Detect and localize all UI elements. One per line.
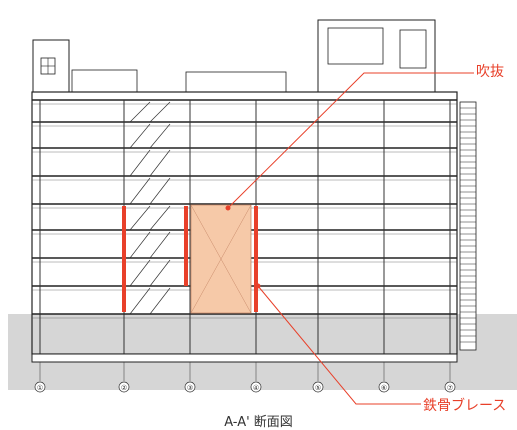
stair-flight xyxy=(129,205,151,231)
rooftop-penthouse-right xyxy=(317,19,436,93)
stair-flight xyxy=(129,231,151,259)
grid-marker xyxy=(184,381,196,393)
grid-marker xyxy=(118,381,130,393)
brace-callout-label: 鉄骨ブレース xyxy=(423,398,507,414)
atrium-callout-label: 吹抜 xyxy=(476,64,504,80)
atrium-void xyxy=(190,204,252,314)
grid-marker xyxy=(250,381,262,393)
grid-label: ④ xyxy=(253,384,259,392)
rooftop-penthouse-left xyxy=(32,39,70,93)
grid-marker xyxy=(444,381,456,393)
grid-markers: ① ② ③ ④ ⑤ ⑥ ⑦ xyxy=(34,362,456,393)
stair-flights xyxy=(129,101,171,315)
drawing-caption: A-A' 断面図 xyxy=(224,415,293,430)
brace-member xyxy=(254,206,258,312)
grid-marker xyxy=(378,381,390,393)
stair-flight xyxy=(149,205,171,231)
stair-flight xyxy=(129,123,151,149)
stair-flight xyxy=(149,101,171,123)
grid-marker xyxy=(312,381,324,393)
callout-leaders xyxy=(225,72,474,405)
stair-flight xyxy=(129,287,151,315)
steel-braces xyxy=(122,206,258,312)
brace-member xyxy=(184,206,188,286)
grid-label: ⑤ xyxy=(315,384,321,392)
brace-member xyxy=(122,206,126,312)
stair-flight xyxy=(129,101,151,123)
grid-marker xyxy=(34,381,46,393)
grid-label: ⑦ xyxy=(447,384,453,392)
ground-slab xyxy=(31,313,458,363)
stair-flight xyxy=(149,149,171,177)
stair-flight xyxy=(149,287,171,315)
stair-flight xyxy=(149,123,171,149)
stair-flight xyxy=(149,259,171,287)
grid-label: ③ xyxy=(187,384,193,392)
grid-label: ⑥ xyxy=(381,384,387,392)
fire-escape-stair xyxy=(459,101,477,351)
grid-label: ② xyxy=(121,384,127,392)
grid-label: ① xyxy=(37,384,43,392)
stair-flight xyxy=(149,231,171,259)
stair-flight xyxy=(129,177,151,205)
stair-flight xyxy=(149,177,171,205)
stair-flight xyxy=(129,149,151,177)
stair-flight xyxy=(129,259,151,287)
ground-zone xyxy=(8,314,517,390)
